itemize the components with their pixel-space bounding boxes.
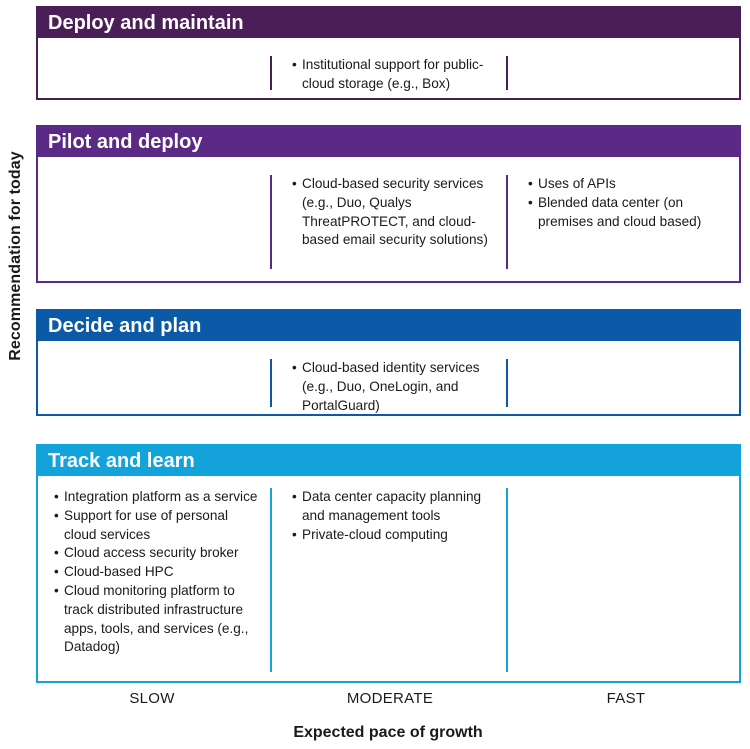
list-item: Private-cloud computing <box>292 526 496 545</box>
cell-moderate: Cloud-based security services (e.g., Duo… <box>270 175 496 269</box>
x-axis-title: Expected pace of growth <box>293 724 483 741</box>
x-label-moderate: MODERATE <box>346 690 434 707</box>
list-item: Data center capacity planning and manage… <box>292 488 496 526</box>
cell-fast <box>506 488 732 672</box>
cell-slow <box>38 359 264 407</box>
band-deploy-and-maintain: Deploy and maintain Institutional suppor… <box>36 6 741 100</box>
y-axis-label: Recommendation for today <box>7 151 24 361</box>
list-item: Cloud access security broker <box>54 544 264 563</box>
x-label-fast: FAST <box>606 690 646 707</box>
list-item: Institutional support for public-cloud s… <box>292 56 496 94</box>
list-item: Cloud-based identity services (e.g., Duo… <box>292 359 496 415</box>
x-label-slow: SLOW <box>129 690 175 707</box>
cell-moderate: Data center capacity planning and manage… <box>270 488 496 672</box>
cell-slow <box>38 175 264 269</box>
list-item: Cloud monitoring platform to track distr… <box>54 582 264 657</box>
cell-fast <box>506 359 732 407</box>
list-item: Cloud-based security services (e.g., Duo… <box>292 175 496 250</box>
list-item: Uses of APIs <box>528 175 732 194</box>
cell-moderate: Institutional support for public-cloud s… <box>270 56 496 91</box>
list-item: Support for use of personal cloud servic… <box>54 507 264 545</box>
list-item: Integration platform as a service <box>54 488 264 507</box>
band-title-decide-and-plan: Decide and plan <box>38 311 739 341</box>
band-track-and-learn: Track and learn Integration platform as … <box>36 444 741 683</box>
band-pilot-and-deploy: Pilot and deploy Cloud-based security se… <box>36 125 741 283</box>
cell-moderate: Cloud-based identity services (e.g., Duo… <box>270 359 496 413</box>
cell-slow: Integration platform as a serviceSupport… <box>38 488 264 676</box>
cell-fast: Uses of APIsBlended data center (on prem… <box>506 175 732 269</box>
cell-fast <box>506 56 732 90</box>
list-item: Cloud-based HPC <box>54 563 264 582</box>
band-title-track-and-learn: Track and learn <box>38 446 739 476</box>
cell-slow <box>38 56 264 90</box>
band-title-deploy-and-maintain: Deploy and maintain <box>38 8 739 38</box>
band-decide-and-plan: Decide and plan Cloud-based identity ser… <box>36 309 741 416</box>
band-title-pilot-and-deploy: Pilot and deploy <box>38 127 739 157</box>
list-item: Blended data center (on premises and clo… <box>528 194 732 232</box>
